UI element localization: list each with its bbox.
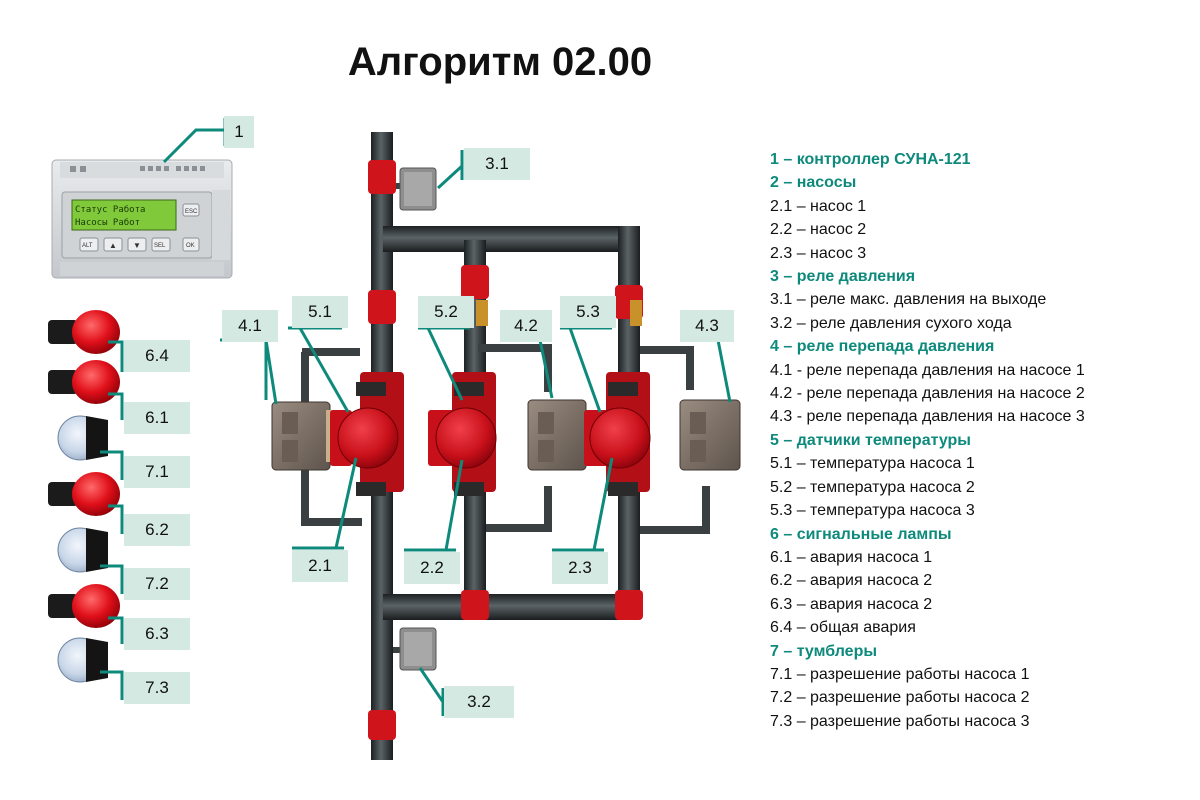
tag-5-2: 5.2 (418, 296, 474, 328)
tag-6-2: 6.2 (124, 514, 190, 546)
tag-4-3: 4.3 (680, 310, 734, 342)
legend-item: 5.2 – температура насоса 2 (770, 478, 975, 496)
diff-pressure-relay-4-2 (527, 399, 587, 471)
legend-item: 2.2 – насос 2 (770, 221, 867, 239)
legend-item: 7.1 – разрешение работы насоса 1 (770, 665, 1030, 683)
tag-7-1: 7.1 (124, 456, 190, 488)
tag-5-3: 5.3 (560, 296, 616, 328)
up-button[interactable] (103, 237, 123, 252)
tag-2-2: 2.2 (404, 552, 460, 584)
controller-lcd (71, 199, 177, 231)
alt-button[interactable] (79, 237, 99, 252)
legend-item: 4.3 - реле перепада давления на насосе 3 (770, 408, 1085, 426)
lcd-line-1: Статус Работа (75, 204, 145, 215)
tag-6-1: 6.1 (124, 402, 190, 434)
controller-suna-121: Статус Работа Насосы Работ ESC ALT ▲ ▼ S… (51, 159, 233, 279)
signal-lamp-6-3 (48, 584, 120, 628)
down-button[interactable] (127, 237, 147, 252)
tag-1: 1 (224, 116, 254, 148)
legend-item: 2.1 – насос 1 (770, 197, 867, 215)
ok-button[interactable] (182, 237, 200, 252)
legend-item: 3.2 – реле давления сухого хода (770, 314, 1012, 332)
legend-header: 1 – контроллер СУНА-121 (770, 151, 971, 168)
legend-item: 6.4 – общая авария (770, 619, 916, 637)
legend-item: 7.3 – разрешение работы насоса 3 (770, 712, 1030, 730)
pump-2-2 (428, 372, 497, 496)
tag-6-3: 6.3 (124, 618, 190, 650)
tag-6-4: 6.4 (124, 340, 190, 372)
legend-header: 6 – сигнальные лампы (770, 525, 952, 543)
pump-2-1 (330, 372, 404, 496)
pressure-relay-3-2 (399, 627, 437, 671)
legend-header: 5 – датчики температуры (770, 431, 971, 449)
legend-item: 6.1 – авария насоса 1 (770, 548, 933, 566)
ok-label: OK (186, 243, 195, 249)
down-arrow-icon: ▼ (133, 241, 141, 250)
leader-lines (100, 118, 732, 716)
tag-4-1: 4.1 (222, 310, 278, 342)
tag-2-3: 2.3 (552, 552, 608, 584)
diff-pressure-relay-4-3 (679, 399, 741, 471)
legend-item: 4.2 - реле перепада давления на насосе 2 (770, 385, 1085, 403)
legend-header: 4 – реле перепада давления (770, 338, 995, 356)
legend-item: 5.3 – температура насоса 3 (770, 502, 975, 520)
esc-label: ESC (185, 209, 198, 215)
toggle-7-3 (57, 637, 108, 683)
tag-3-1: 3.1 (464, 148, 530, 180)
alt-label: ALT (82, 243, 93, 249)
signal-lamp-6-2 (48, 472, 120, 516)
tag-7-2: 7.2 (124, 568, 190, 600)
toggle-7-2 (57, 527, 108, 573)
tag-2-1: 2.1 (292, 550, 348, 582)
up-arrow-icon: ▲ (109, 241, 117, 250)
valves (368, 160, 643, 740)
diff-pressure-relay-4-1 (271, 401, 334, 471)
legend-item: 4.1 - реле перепада давления на насосе 1 (770, 361, 1085, 379)
tag-4-2: 4.2 (500, 310, 552, 342)
toggle-7-1 (57, 415, 108, 461)
pressure-relay-3-1 (399, 167, 437, 211)
page-title: Алгоритм 02.00 (347, 40, 653, 84)
pump-2-3 (584, 372, 651, 496)
legend-header: 2 – насосы (770, 174, 857, 192)
tag-5-1: 5.1 (292, 296, 348, 328)
signal-lamp-6-1 (48, 360, 120, 404)
signal-lamp-6-4 (48, 310, 120, 354)
legend-header: 7 – тумблеры (770, 642, 878, 660)
legend-item: 3.1 – реле макс. давления на выходе (770, 291, 1047, 309)
tag-3-2: 3.2 (444, 686, 514, 718)
sel-button[interactable] (151, 237, 171, 252)
legend-header: 3 – реле давления (770, 268, 916, 286)
legend-item: 6.2 – авария насоса 2 (770, 572, 933, 590)
tag-7-3: 7.3 (124, 672, 190, 704)
legend-item: 2.3 – насос 3 (770, 244, 867, 262)
sel-label: SEL (154, 243, 166, 249)
lcd-line-2: Насосы Работ (75, 217, 140, 228)
esc-button[interactable] (182, 203, 200, 217)
legend: 1 – контроллер СУНА-121 2 – насосы 2.1 – н… (770, 148, 1190, 733)
legend-item: 7.2 – разрешение работы насоса 2 (770, 689, 1030, 707)
brass-fittings (476, 300, 642, 326)
legend-item: 6.3 – авария насоса 2 (770, 595, 933, 613)
legend-item: 5.1 – температура насоса 1 (770, 455, 975, 473)
